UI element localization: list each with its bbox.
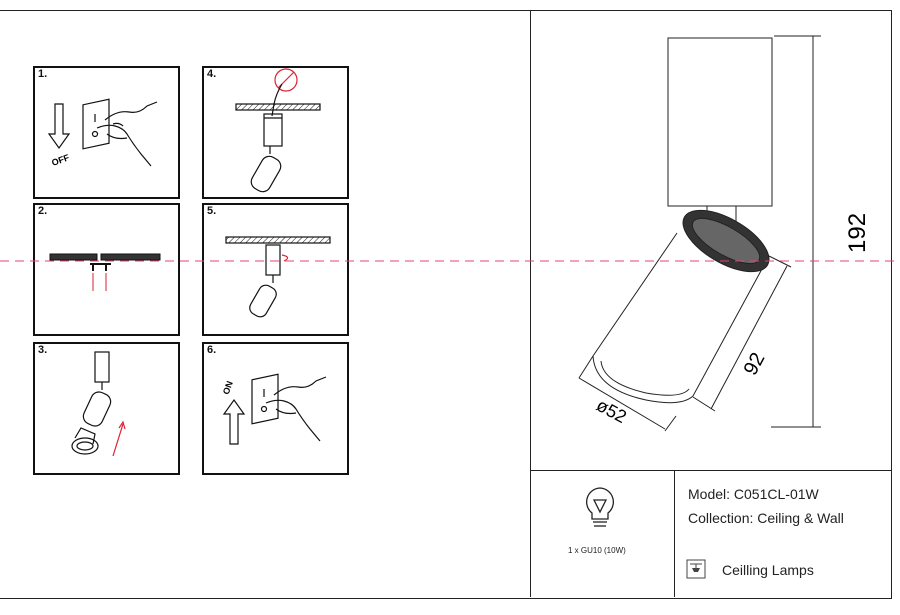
left-panel-divider <box>530 10 531 597</box>
step-4-panel: 4. <box>202 66 349 199</box>
center-guide-line <box>0 260 900 262</box>
switch-on-illustration: ON <box>221 373 327 445</box>
info-panel-divider <box>674 470 675 597</box>
height-dimension-label: 192 <box>844 213 871 253</box>
step-2-panel: 2. <box>33 203 180 336</box>
info-panel-top-line <box>530 470 891 471</box>
step-6-panel: 6. ON <box>202 342 349 475</box>
bulb-caption: 1 x GU10 (10W) <box>568 546 626 555</box>
step-number: 2. <box>38 205 48 217</box>
ceiling-lamp-icon <box>686 559 706 579</box>
step-number: 4. <box>207 68 217 80</box>
diameter-dimension-label: ø52 <box>593 395 630 427</box>
switch-off-illustration: OFF <box>47 98 158 168</box>
wire-connect-illustration <box>235 68 321 193</box>
step-number: 1. <box>38 68 48 80</box>
step-1-panel: 1. OFF <box>33 66 180 199</box>
step-number: 5. <box>207 205 217 217</box>
step-number: 3. <box>38 344 48 356</box>
mount-plate-illustration <box>49 253 161 291</box>
sheet-border <box>0 10 892 599</box>
collection-text: Collection: Ceiling & Wall <box>688 510 844 526</box>
category-text: Ceilling Lamps <box>722 562 814 578</box>
off-label: OFF <box>50 152 71 168</box>
step-number: 6. <box>207 344 217 356</box>
insert-bulb-illustration <box>71 351 126 457</box>
model-text: Model: C051CL-01W <box>688 486 819 502</box>
step-3-panel: 3. <box>33 342 180 475</box>
bulb-icon <box>585 487 615 527</box>
step-5-panel: 5. <box>202 203 349 336</box>
on-label: ON <box>221 380 235 396</box>
length-dimension-label: 92 <box>740 349 770 379</box>
attach-body-illustration <box>225 236 331 318</box>
lamp-dimension-drawing: 192 92 ø52 <box>578 35 871 432</box>
